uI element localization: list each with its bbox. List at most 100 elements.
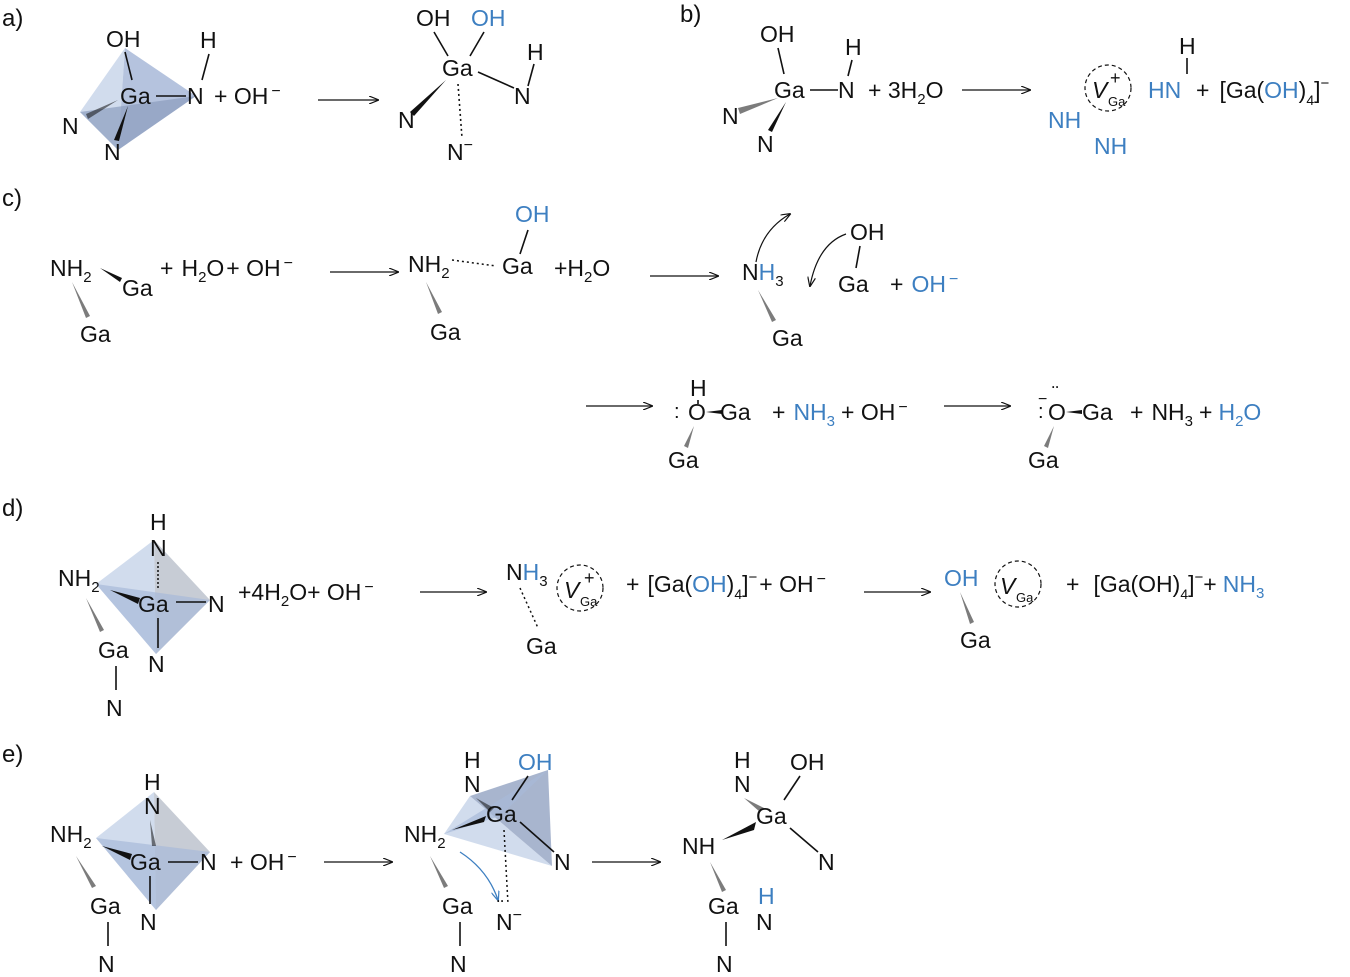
atom-ga: Ga xyxy=(708,893,739,919)
atom-n: N xyxy=(554,849,571,875)
atom-n: N xyxy=(208,591,225,617)
lone-pair: ¨ xyxy=(1052,383,1059,405)
reagent-h2o: +H2O xyxy=(554,255,610,286)
atom-oh: OH xyxy=(106,26,141,52)
atom-ga: Ga xyxy=(98,637,129,663)
atom-h: H xyxy=(527,39,544,65)
reagent-3h2o: + 3H2O xyxy=(868,77,943,108)
atom-n: N xyxy=(200,849,217,875)
curved-arrow xyxy=(755,214,790,263)
fragment-nh2: NH2 xyxy=(50,255,92,286)
atom-oh: OH xyxy=(790,749,825,775)
atom-n: N xyxy=(514,83,531,109)
atom-n: N xyxy=(106,695,123,721)
atom-ga: Ga xyxy=(138,591,169,617)
lone-pair: : xyxy=(1038,401,1044,423)
reagents-4h2o-oh: +4H2O+ OH− xyxy=(238,579,374,610)
atom-oh: OH xyxy=(850,219,885,245)
atom-h-transferred: H xyxy=(758,883,775,909)
atom-n-minus: N− xyxy=(496,907,522,935)
reagents-h2o-oh: +H2O+ OH− xyxy=(160,255,293,286)
atom-ga: Ga xyxy=(668,447,699,473)
fragment-nh: NH xyxy=(682,833,715,859)
atom-h: H xyxy=(200,27,217,53)
atom-n: N xyxy=(450,951,467,977)
atom-oh: OH xyxy=(760,21,795,47)
atom-n: N xyxy=(104,139,121,165)
atom-n: N xyxy=(187,83,204,109)
atom-oh: OH xyxy=(416,5,451,31)
fragment-nh2: NH2 xyxy=(408,251,450,282)
curved-arrow xyxy=(459,851,498,900)
atom-n: N xyxy=(62,113,79,139)
atom-h: H xyxy=(144,769,161,795)
atom-ga: Ga xyxy=(122,275,153,301)
products-gaoh4-nh3: +[Ga(OH)4]−+NH3 xyxy=(1066,569,1264,602)
fragment-nh3: NH3 xyxy=(742,259,784,290)
atom-n: N xyxy=(464,771,481,797)
panel-label-a: a) xyxy=(2,5,23,32)
vacancy-subscript: Ga xyxy=(1016,590,1034,605)
atom-n: N xyxy=(150,535,167,561)
atom-ga: Ga xyxy=(90,893,121,919)
panel-a-reactant-polyhedron xyxy=(80,48,196,150)
atom-n: N xyxy=(148,651,165,677)
panel-label-e: e) xyxy=(2,741,23,768)
atom-ga: Ga xyxy=(502,253,533,279)
ga-vacancy-circle xyxy=(994,560,1042,608)
atom-oh-new: OH xyxy=(471,5,506,31)
atom-ga: Ga xyxy=(80,321,111,347)
fragment-nh2: NH2 xyxy=(404,821,446,852)
atom-ga: Ga xyxy=(442,55,473,81)
atom-n: N xyxy=(140,909,157,935)
fragment-nh2: NH2 xyxy=(50,821,92,852)
atom-n: N xyxy=(398,107,415,133)
atom-ga: Ga xyxy=(1082,399,1113,425)
products-nh3-oh: +NH3+ OH− xyxy=(772,399,908,430)
curved-arrow xyxy=(810,233,847,286)
atom-n: N xyxy=(716,951,733,977)
reagent-oh-minus: + OH− xyxy=(230,849,297,875)
atom-ga: Ga xyxy=(526,633,557,659)
atom-o: O xyxy=(688,399,706,425)
vacancy-subscript: Ga xyxy=(1108,94,1126,109)
fragment-hn: HN xyxy=(1148,77,1181,103)
fragment-nh3: NH3 xyxy=(506,559,548,590)
ga-vacancy-circle xyxy=(1084,64,1132,112)
atom-h: H xyxy=(690,375,707,401)
atom-ga: Ga xyxy=(1028,447,1059,473)
atom-n: N xyxy=(98,951,115,977)
atom-ga: Ga xyxy=(774,77,805,103)
vacancy-v: V xyxy=(1000,573,1018,599)
atom-ga: Ga xyxy=(838,271,869,297)
lone-pair: : xyxy=(674,401,680,423)
atom-h: H xyxy=(150,509,167,535)
fragment-nh: NH xyxy=(1094,133,1127,159)
atom-ga: Ga xyxy=(960,627,991,653)
products-nh3-h2o: +NH3+H2O xyxy=(1130,399,1261,430)
atom-ga: Ga xyxy=(772,325,803,351)
atom-n: N xyxy=(722,103,739,129)
atom-n: N xyxy=(757,131,774,157)
atom-h: H xyxy=(1179,33,1196,59)
atom-ga: Ga xyxy=(756,803,787,829)
atom-ga: Ga xyxy=(486,801,517,827)
atom-ga: Ga xyxy=(430,319,461,345)
atom-oh-new: OH xyxy=(518,749,553,775)
atom-h: H xyxy=(734,747,751,773)
atom-n: N xyxy=(756,909,773,935)
fragment-nh: NH xyxy=(1048,107,1081,133)
panel-label-b: b) xyxy=(680,1,701,28)
ga-vacancy-circle xyxy=(556,564,604,612)
vacancy-v: V xyxy=(1092,77,1110,103)
atom-ga: Ga xyxy=(130,849,161,875)
vacancy-subscript: Ga xyxy=(580,594,598,609)
atom-ga: Ga xyxy=(120,83,151,109)
atom-ga: Ga xyxy=(720,399,751,425)
product-gaoh4: +[Ga(OH)4]− xyxy=(1196,75,1330,108)
panel-label-c: c) xyxy=(2,185,22,212)
reagent-oh-minus: + OH− xyxy=(214,83,281,109)
atom-oh-new: OH xyxy=(515,201,550,227)
panel-label-d: d) xyxy=(2,495,23,522)
atom-n: N xyxy=(144,793,161,819)
